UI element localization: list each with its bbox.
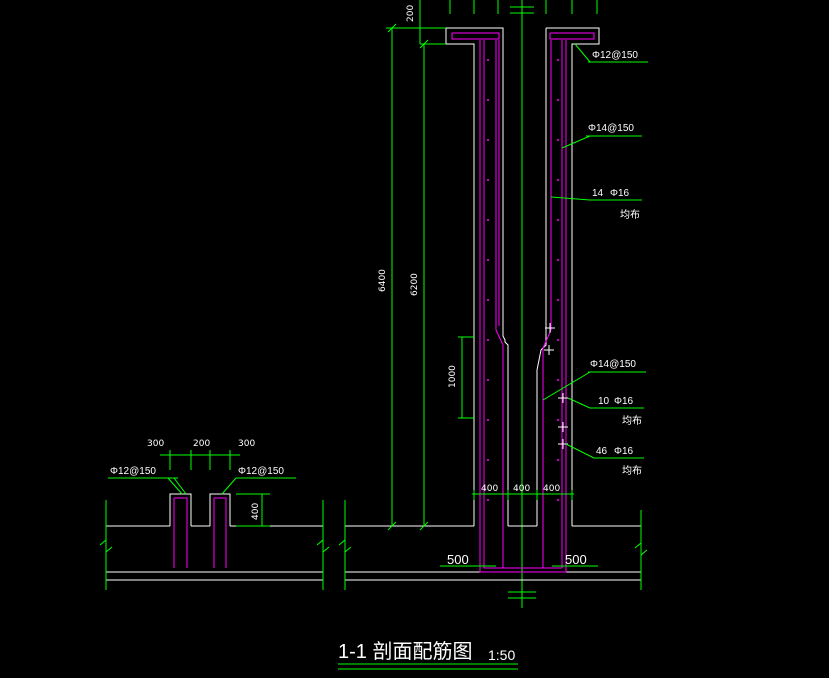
rebar-label-3-bar: Φ16 (610, 188, 630, 199)
dim-small-left: 300 (147, 439, 164, 449)
break-lines (99, 500, 648, 590)
dim-wall-left: 400 (481, 484, 498, 494)
rebar-label-5-bar: Φ16 (614, 396, 634, 407)
dim-overall-height: 6400 (378, 269, 388, 292)
dim-small-right: 300 (238, 439, 255, 449)
dim-small-height: 400 (251, 503, 261, 520)
dim-haunch-height: 1000 (448, 365, 458, 388)
rebar-group (173, 32, 595, 573)
rebar-label-6-count: 46 (596, 446, 608, 457)
rebar-label-4: Φ14@150 (590, 359, 636, 370)
rebar-label-6-bar: Φ16 (614, 446, 634, 457)
rebar-label-3-count: 14 (592, 188, 604, 199)
top-axis-ticks (449, 0, 598, 14)
drawing-scale: 1:50 (488, 647, 515, 663)
drawing-title: 1-1 剖面配筋图 (338, 640, 472, 663)
rebar-label-6-note: 均布 (622, 465, 642, 477)
rebar-label-5-note: 均布 (622, 415, 642, 427)
small-rebar-label-left: Φ12@150 (110, 466, 156, 477)
rebar-label-3-note: 均布 (620, 209, 640, 221)
dim-small-mid: 200 (193, 439, 210, 449)
rebar-label-2: Φ14@150 (588, 123, 634, 134)
center-axis-ticks (508, 591, 536, 599)
dimension-lines (108, 0, 648, 567)
dim-base-left: 500 (447, 552, 469, 567)
rebar-dots (487, 59, 559, 501)
small-rebar-label-right: Φ12@150 (238, 466, 284, 477)
rebar-label-5-count: 10 (598, 396, 610, 407)
rebar-label-1: Φ12@150 (592, 50, 638, 61)
dim-wall-right: 400 (543, 484, 560, 494)
dim-gap-middle: 400 (513, 484, 530, 494)
dim-base-right: 500 (565, 552, 587, 567)
dim-top-cap: 200 (406, 5, 416, 22)
dim-clear-height: 6200 (410, 273, 420, 296)
concrete-outline (106, 27, 641, 581)
cross-markers (544, 323, 568, 449)
